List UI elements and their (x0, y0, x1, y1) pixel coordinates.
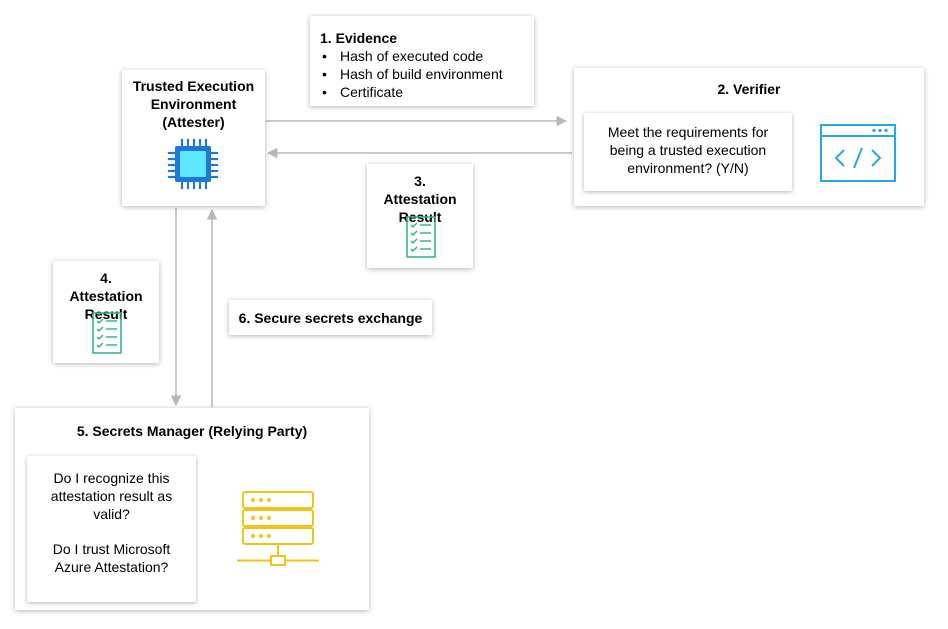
attestation-result-4-title: 4. Attestation Result (69, 270, 143, 322)
secrets-manager-card: 5. Secrets Manager (Relying Party) Do I … (15, 408, 369, 610)
evidence-item: Hash of executed code (320, 47, 534, 65)
secrets-manager-question-2: Do I trust Microsoft Azure Attestation? (52, 541, 171, 575)
attester-title-line: Trusted Execution (132, 78, 255, 94)
evidence-card: 1. Evidence Hash of executed code Hash o… (310, 16, 534, 106)
evidence-item: Certificate (320, 83, 534, 101)
attester-title-line: Environment (150, 96, 237, 112)
secure-exchange-card: 6. Secure secrets exchange (229, 300, 432, 335)
server-network-icon (237, 491, 319, 566)
verifier-card: 2. Verifier Meet the requirements for be… (574, 68, 924, 206)
checklist-icon (406, 216, 436, 258)
evidence-title: 1. Evidence (320, 30, 398, 46)
secure-exchange-label: 6. Secure secrets exchange (238, 310, 423, 326)
verifier-question-box: Meet the requirements for being a truste… (584, 113, 792, 191)
code-window-icon (820, 124, 896, 182)
cpu-chip-icon (167, 138, 219, 190)
attestation-result-4-card: 4. Attestation Result (53, 261, 159, 363)
secrets-manager-title: 5. Secrets Manager (Relying Party) (76, 423, 308, 439)
evidence-list: Hash of executed code Hash of build envi… (320, 47, 534, 101)
secrets-manager-question-1: Do I recognize this attestation result a… (50, 470, 173, 522)
attester-title: Trusted Execution Environment (Attester) (122, 77, 265, 131)
verifier-question: Meet the requirements for being a truste… (607, 124, 769, 176)
secrets-manager-question-box: Do I recognize this attestation result a… (27, 456, 196, 602)
attestation-result-3-card: 3. Attestation Result (367, 164, 473, 268)
checklist-icon (92, 312, 122, 354)
attester-card: Trusted Execution Environment (Attester) (122, 70, 265, 206)
verifier-title: 2. Verifier (717, 81, 781, 97)
attester-title-line: (Attester) (162, 114, 225, 130)
evidence-item: Hash of build environment (320, 65, 534, 83)
